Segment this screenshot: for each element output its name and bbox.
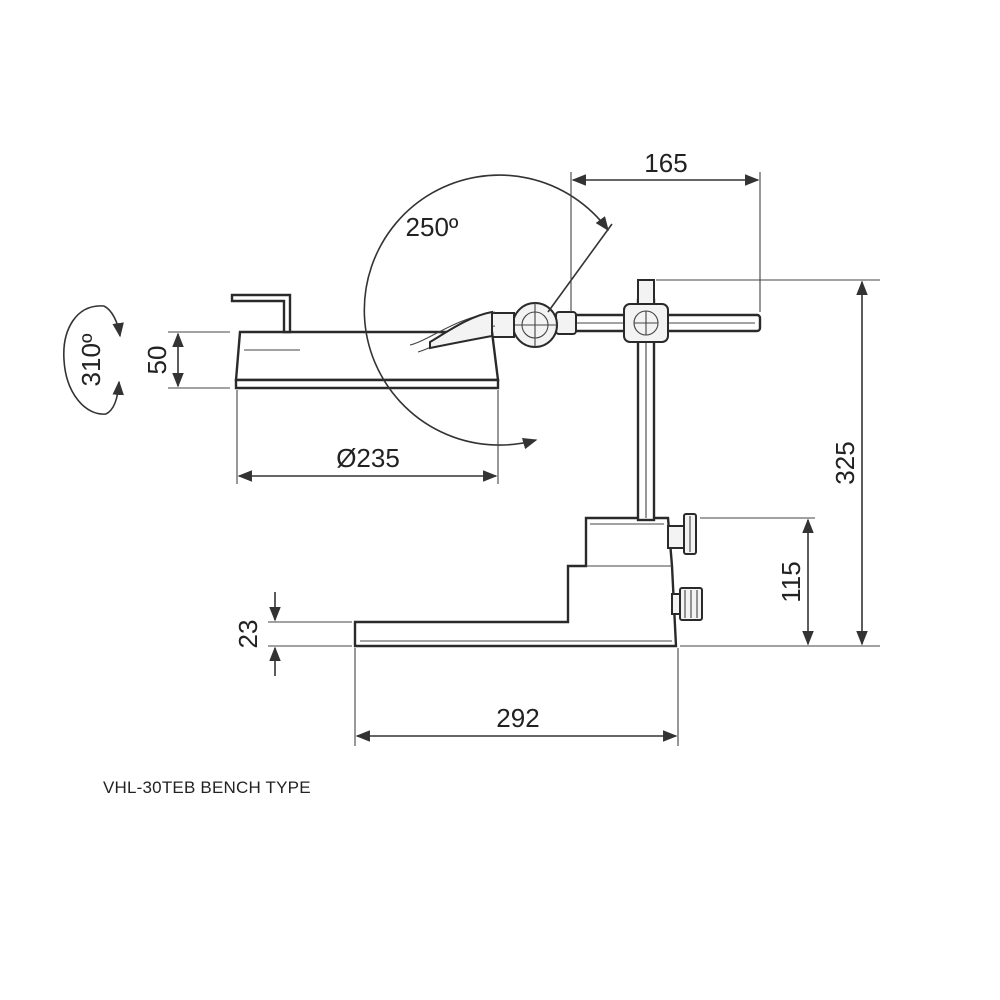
base-foot <box>353 516 678 648</box>
dim-165 <box>570 172 761 312</box>
label-250: 250º <box>406 212 459 242</box>
label-235: Ø235 <box>336 443 400 473</box>
dim-292 <box>354 648 679 746</box>
lock-knob-lower <box>671 587 703 621</box>
dim-23 <box>268 592 352 676</box>
dim-50 <box>168 331 230 389</box>
ball-joint <box>491 302 577 348</box>
swivel-ellipse <box>63 305 124 415</box>
tilt-pointer <box>547 223 613 313</box>
lock-knob-upper <box>667 513 697 555</box>
magnifier-head <box>234 310 500 390</box>
label-310: 310º <box>76 333 106 386</box>
label-325: 325 <box>830 441 860 484</box>
head-handle <box>230 293 292 334</box>
label-292: 292 <box>496 703 539 733</box>
tilt-arc <box>363 174 609 450</box>
label-165: 165 <box>644 148 687 178</box>
label-50: 50 <box>142 346 172 375</box>
label-23: 23 <box>233 620 263 649</box>
dim-235 <box>236 390 499 484</box>
cross-clamp <box>623 303 669 343</box>
label-115: 115 <box>776 561 806 602</box>
dim-325 <box>656 279 880 647</box>
vertical-column <box>636 279 656 522</box>
dim-115 <box>700 517 815 646</box>
drawing-caption: VHL-30TEB BENCH TYPE <box>103 778 311 797</box>
